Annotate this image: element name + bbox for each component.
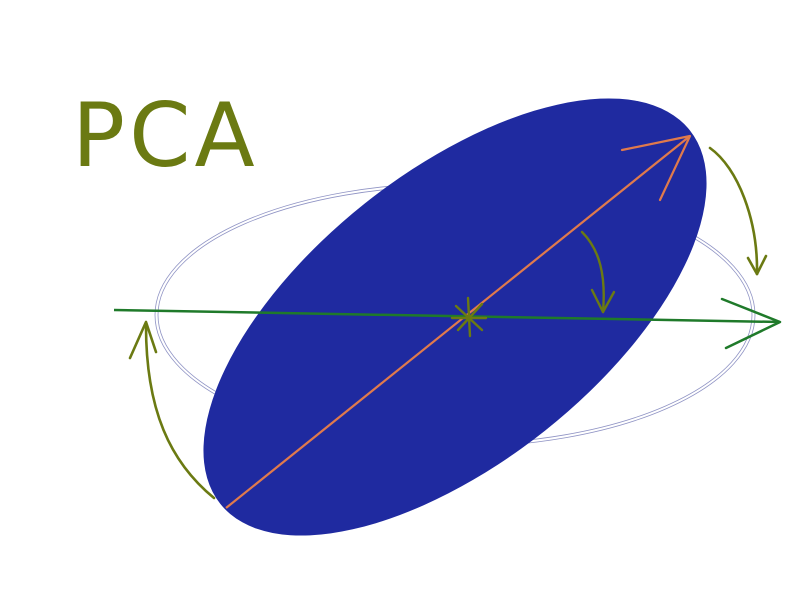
rotation-arrow-right-head <box>746 254 768 276</box>
angle-arrow-curve <box>580 230 605 314</box>
angle-arrow-head <box>590 288 616 314</box>
rotation-arrow-left-curve <box>144 324 216 500</box>
diagram-title: PCA <box>72 84 259 187</box>
rotation-arrow-right <box>708 146 768 276</box>
rotation-arrow-right-curve <box>708 146 759 276</box>
x-axis-line <box>113 308 781 324</box>
center-mark <box>450 296 488 338</box>
x-axis-arrow <box>113 297 782 350</box>
angle-arrow <box>580 230 616 314</box>
principal-axis-arrowhead <box>620 134 692 202</box>
rotation-arrow-left-head <box>128 320 158 360</box>
principal-axis-arrow <box>225 134 692 509</box>
principal-axis-line <box>225 135 691 509</box>
x-axis-arrowhead <box>720 297 782 350</box>
rotation-arrow-left <box>128 320 216 500</box>
